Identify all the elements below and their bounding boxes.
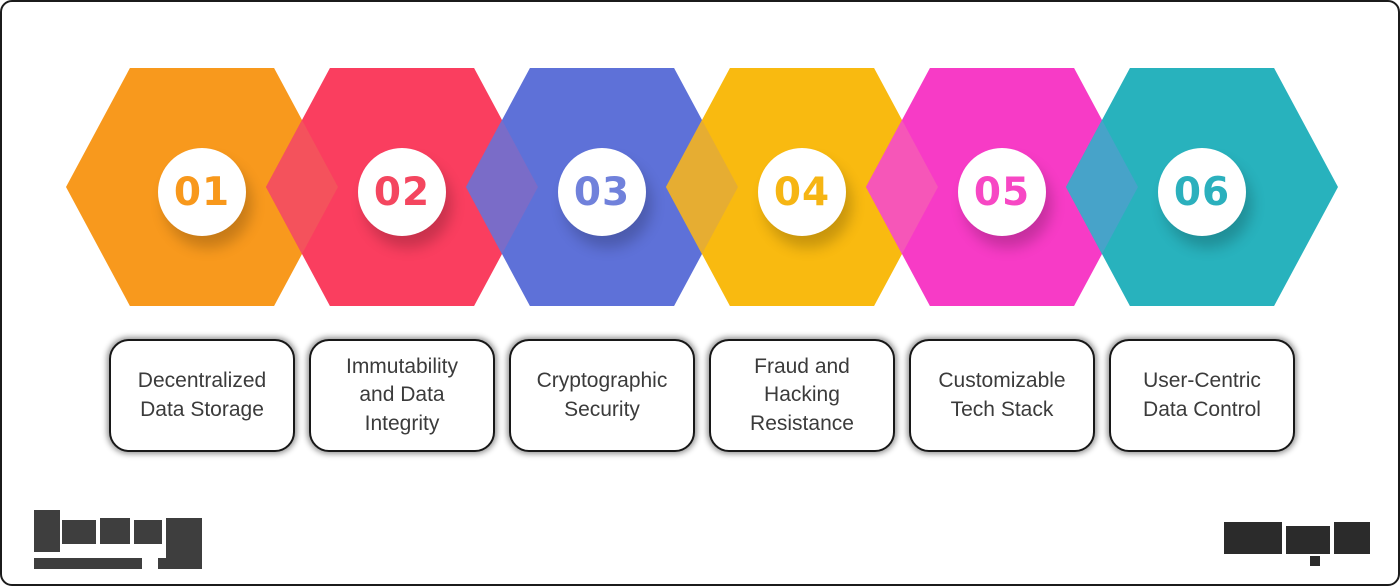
step-label: User-Centric Data Control [1143, 369, 1261, 421]
step-number: 02 [373, 169, 431, 215]
step-number: 04 [773, 169, 831, 215]
step-label-card: Decentralized Data Storage [109, 339, 295, 452]
step-label: Immutability and Data Integrity [345, 354, 459, 435]
step-number: 03 [573, 169, 631, 215]
step-number-circle: 01 [158, 148, 246, 236]
step-number-circle: 05 [958, 148, 1046, 236]
step-number-circle: 03 [558, 148, 646, 236]
step-label-card: Immutability and Data Integrity [309, 339, 495, 452]
step-label: Decentralized Data Storage [137, 369, 267, 421]
pixel-block [1334, 522, 1370, 554]
step-number-circle: 04 [758, 148, 846, 236]
pixel-block [100, 518, 130, 544]
pixel-block [34, 510, 60, 552]
step-number: 01 [173, 169, 231, 215]
step-label: Fraud and Hacking Resistance [750, 354, 854, 435]
step-label-card: Cryptographic Security [509, 339, 695, 452]
pixel-underline-bar [158, 558, 202, 569]
pixel-block [1310, 556, 1320, 566]
pixel-block [1224, 522, 1282, 554]
step-label-card: Customizable Tech Stack [909, 339, 1095, 452]
pixel-underline-bar [34, 558, 142, 569]
step-number-circle: 06 [1158, 148, 1246, 236]
step-label-card: User-Centric Data Control [1109, 339, 1295, 452]
step-label: Customizable Tech Stack [938, 369, 1066, 421]
pixelated-text-watermark [1224, 520, 1372, 570]
step-label-card: Fraud and Hacking Resistance [709, 339, 895, 452]
pixel-block [134, 520, 162, 544]
step-number-circle: 02 [358, 148, 446, 236]
step-label: Cryptographic Security [536, 369, 668, 421]
pixel-block [166, 518, 202, 560]
pixelated-logo-watermark [34, 504, 202, 570]
pixel-block [62, 520, 96, 544]
pixel-block [1286, 526, 1330, 554]
step-number: 06 [1173, 169, 1231, 215]
step-number: 05 [973, 169, 1031, 215]
